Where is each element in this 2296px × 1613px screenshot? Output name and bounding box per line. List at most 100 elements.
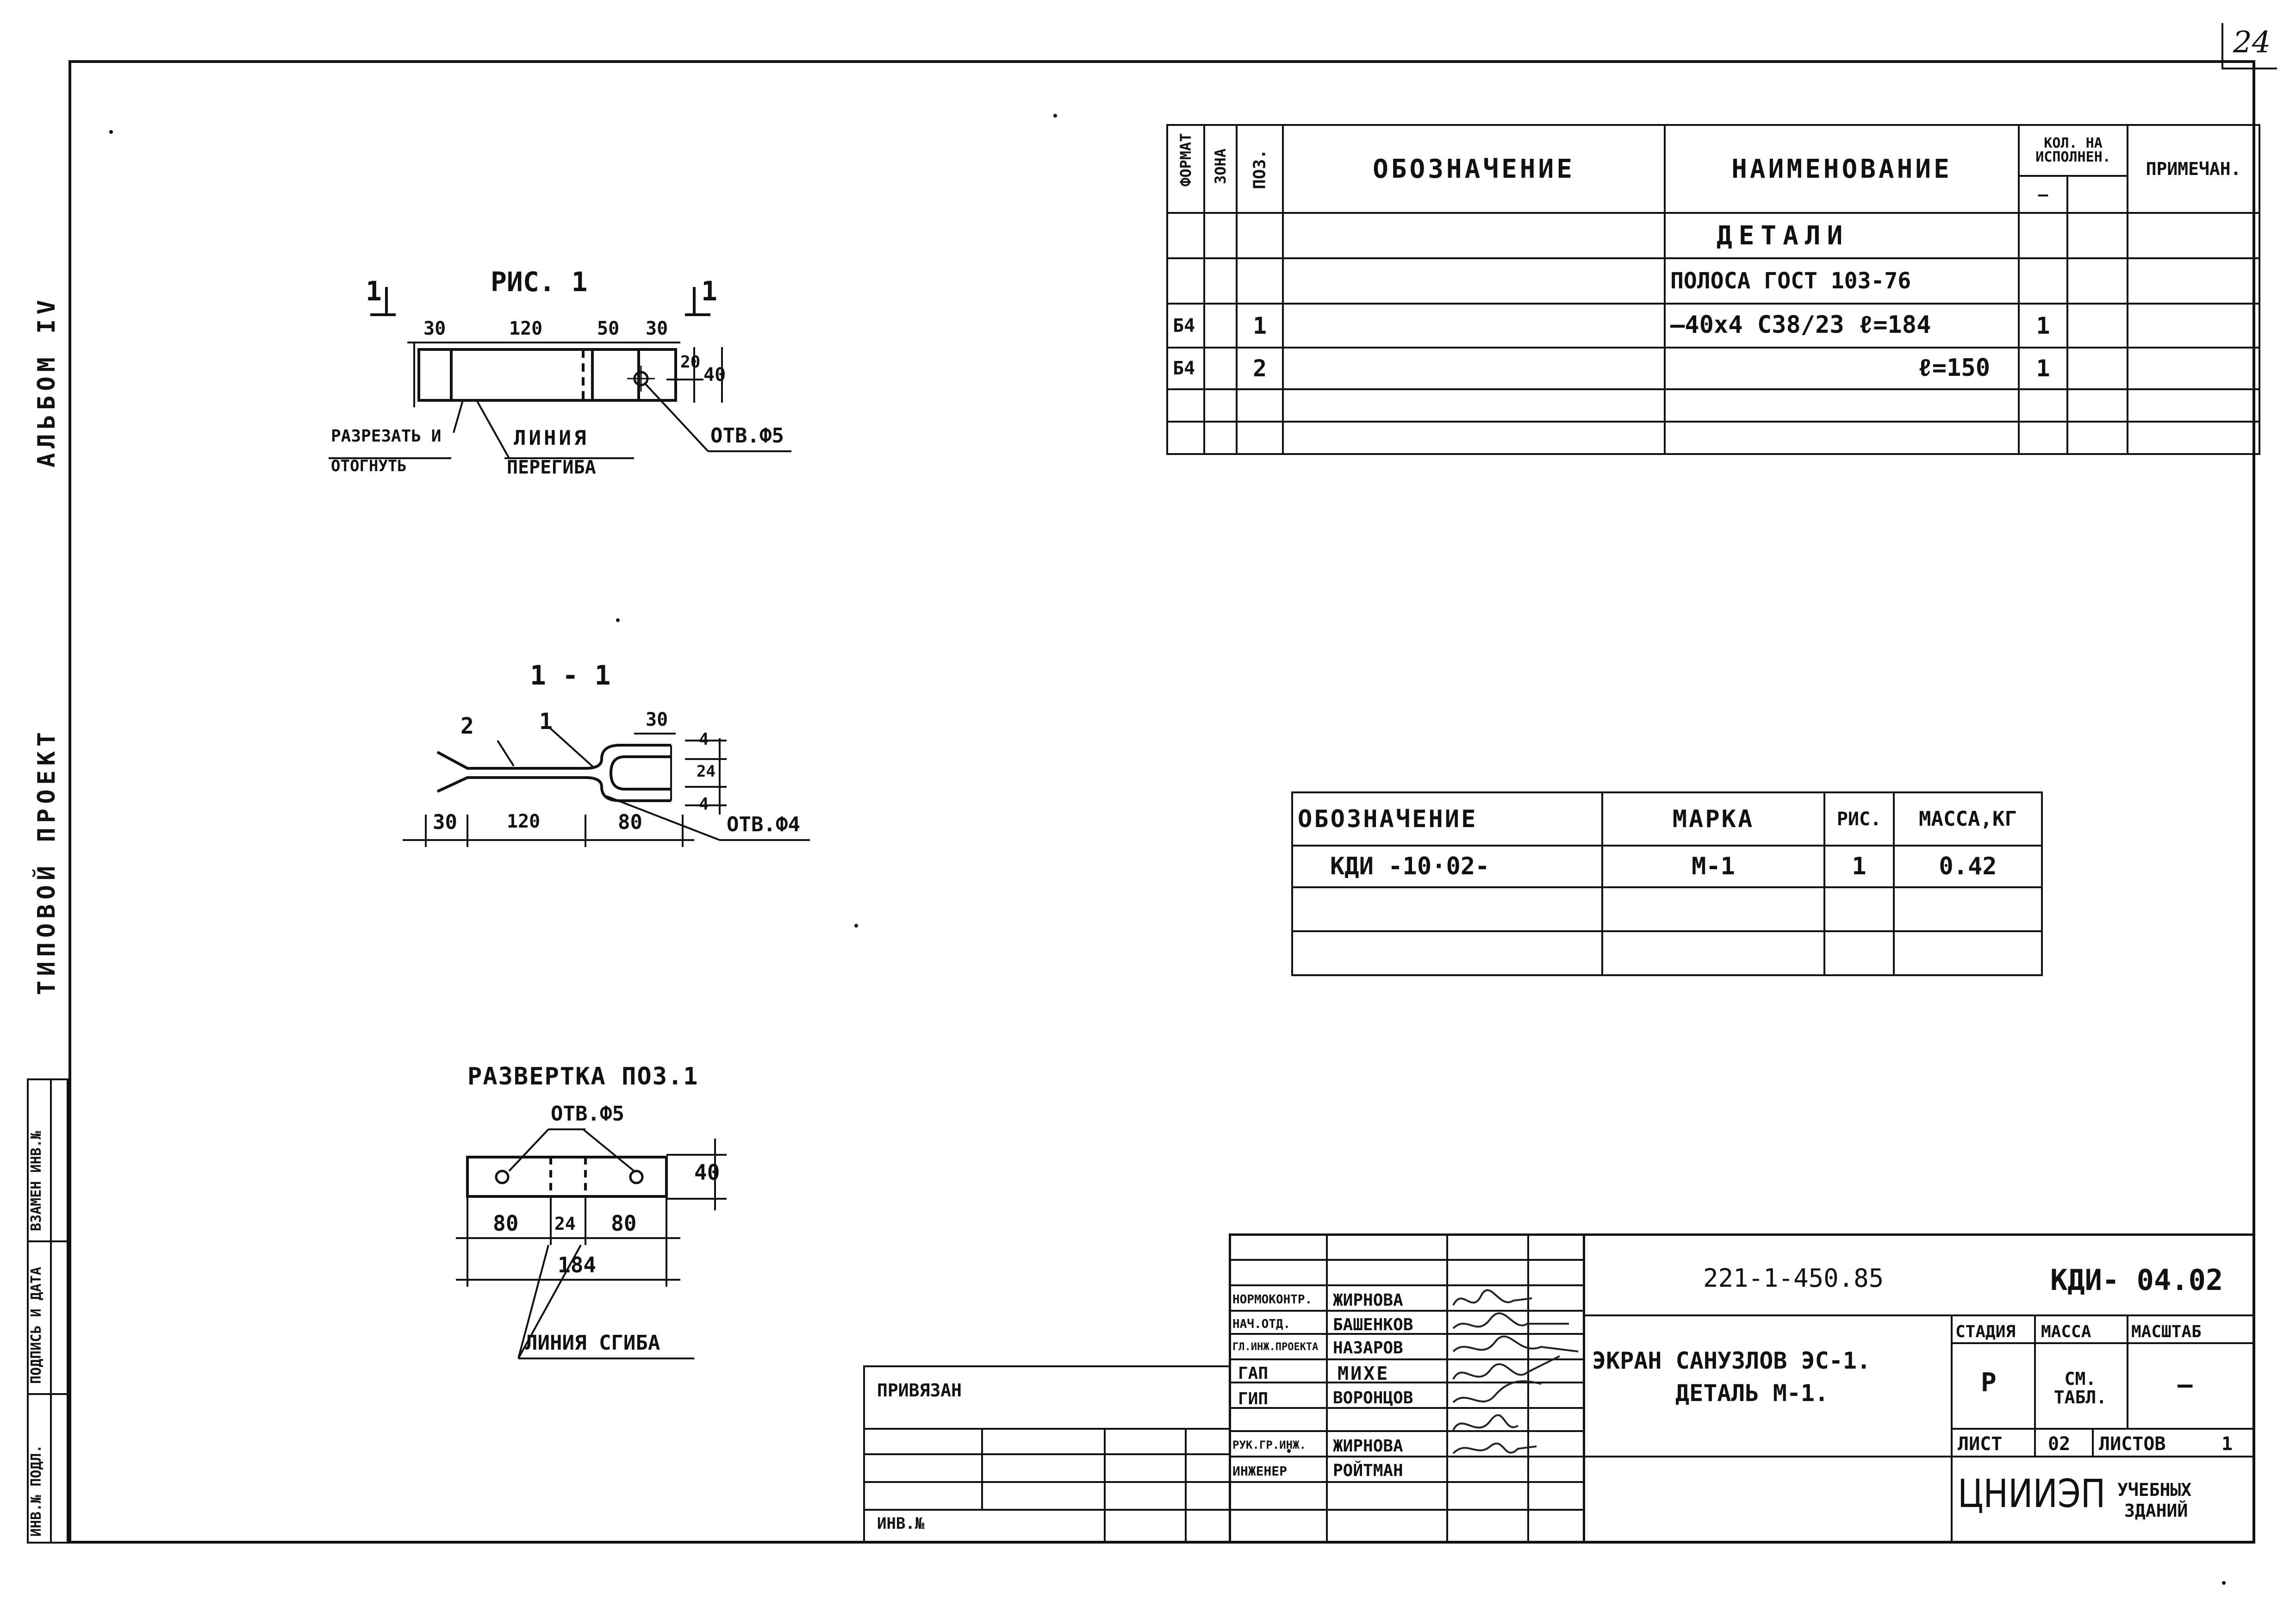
section-label-1: 1 — [539, 709, 553, 735]
cell-qty: 1 — [2018, 347, 2068, 390]
section-dim: 30 — [433, 810, 457, 834]
stage-value: Р — [1981, 1368, 1997, 1398]
role-label: НОРМОКОНТР. — [1232, 1293, 1313, 1307]
tb-line — [1229, 1407, 1583, 1409]
cell-qty: 1 — [2018, 303, 2068, 349]
cell-name: ℓ=150 — [1664, 347, 2020, 390]
cell-pos — [1236, 212, 1284, 259]
stamp-divider — [27, 1240, 68, 1242]
fig1-note: РАЗРЕЗАТЬ И — [331, 427, 442, 446]
tb-line — [1951, 1428, 2254, 1430]
person-name: ВОРОНЦОВ — [1333, 1389, 1413, 1407]
fig1-note: ОТОГНУТЬ — [331, 457, 407, 475]
person-name: ЖИРНОВА — [1333, 1291, 1403, 1310]
mass-cell — [1291, 930, 1603, 976]
tb-line — [1229, 1456, 1583, 1457]
cell-format: Б4 — [1166, 347, 1205, 390]
cell-pos — [1236, 257, 1284, 305]
section-hole: ОТВ.Ф4 — [727, 813, 800, 836]
unfold-note: ЛИНИЯ СГИБА — [525, 1331, 660, 1355]
unfold-dim: 80 — [611, 1211, 637, 1236]
cell-qty — [2018, 257, 2068, 305]
title-line-2: ДЕТАЛЬ М-1. — [1675, 1380, 1829, 1407]
inv-label: ИНВ.№ — [877, 1514, 925, 1533]
cell-format — [1166, 212, 1205, 259]
tb-line — [1229, 1233, 2254, 1236]
doc-mark: КДИ- 04.02 — [2050, 1263, 2223, 1297]
person-name: БАШЕНКОВ — [1333, 1315, 1413, 1334]
table-row: ДЕТАЛИ — [1166, 212, 2261, 259]
tb-line — [1229, 1284, 1583, 1286]
fig1-dim: 40 — [703, 364, 726, 386]
table-row — [1166, 421, 2261, 455]
col-note-header: ПРИМЕЧАН. — [2127, 124, 2261, 214]
sheet-number-box — [2221, 23, 2277, 69]
section-dim: 120 — [507, 811, 541, 832]
unfold-dim: 24 — [554, 1214, 576, 1234]
mass-col-designation: ОБОЗНАЧЕНИЕ — [1291, 791, 1603, 847]
unfold-title: РАЗВЕРТКА ПОЗ.1 — [467, 1063, 699, 1090]
role-label: РУК.ГР.ИНЖ. — [1232, 1439, 1306, 1451]
drawing-frame — [68, 60, 2255, 1544]
tb-line — [1583, 1456, 2254, 1457]
section-title: 1 - 1 — [530, 660, 611, 691]
stage-label: СТАДИЯ — [1955, 1322, 2016, 1341]
role-label: ИНЖЕНЕР — [1232, 1464, 1288, 1479]
tb-line — [863, 1428, 1231, 1430]
mass-cell: 1 — [1823, 845, 1895, 888]
cell-name: —40х4 С38/23 ℓ=184 — [1664, 303, 2020, 349]
mass-table: ОБОЗНАЧЕНИЕ МАРКА РИС. МАССА,КГ КДИ -10·… — [1291, 791, 2043, 976]
mass-cell: 0.42 — [1893, 845, 2043, 888]
table-row — [1291, 930, 2043, 976]
tb-line — [1229, 1509, 1583, 1511]
org-sub-2: ЗДАНИЙ — [2124, 1501, 2188, 1521]
tb-line — [863, 1509, 1231, 1511]
fig1-note: ЛИНИЯ — [514, 426, 589, 450]
section-label-2: 2 — [460, 713, 474, 739]
tb-line — [1229, 1382, 1583, 1383]
tb-line — [863, 1453, 1231, 1455]
cell-name: ПОЛОСА ГОСТ 103-76 — [1664, 257, 2020, 305]
scale-label: МАСШТАБ — [2131, 1322, 2202, 1341]
mass-cell — [1601, 930, 1825, 976]
tb-line — [2127, 1314, 2128, 1428]
role-label: ГИП — [1238, 1389, 1269, 1408]
title-line-1: ЭКРАН САНУЗЛОВ ЭС-1. — [1592, 1347, 1871, 1374]
tb-line — [1229, 1430, 1583, 1432]
section-1-1 — [403, 726, 810, 847]
mass-col-mark: МАРКА — [1601, 791, 1825, 847]
tb-line — [1229, 1481, 1583, 1483]
fig1-dim: 20 — [680, 353, 701, 372]
tb-line — [1229, 1259, 1583, 1261]
fig1-hole: ОТВ.Ф5 — [710, 424, 784, 448]
mass-cell: КДИ -10·02- — [1291, 845, 1603, 888]
unfold-dim: 80 — [493, 1211, 519, 1236]
tb-line — [1185, 1428, 1187, 1544]
figure-1-title: РИС. 1 — [491, 266, 588, 298]
person-name: РОЙТМАН — [1333, 1461, 1403, 1480]
tb-line — [1104, 1428, 1106, 1544]
col-qty-header: КОЛ. НА ИСПОЛНЕН. — [2017, 124, 2129, 177]
figure-1-plate — [329, 287, 791, 459]
tb-line — [1229, 1358, 1583, 1360]
section-dim: 4 — [699, 730, 709, 749]
col-qty-sub: — — [2018, 175, 2068, 214]
role-label: ГЛ.ИНЖ.ПРОЕКТА — [1232, 1341, 1319, 1353]
person-name: НАЗАРОВ — [1333, 1339, 1403, 1358]
mass-col-fig: РИС. — [1823, 791, 1895, 847]
tb-line — [1229, 1310, 1583, 1312]
mass-cell — [1893, 930, 2043, 976]
org-sub-1: УЧЕБНЫХ — [2117, 1480, 2192, 1500]
person-name: МИХЕ — [1338, 1363, 1390, 1384]
col-designation-header: ОБОЗНАЧЕНИЕ — [1282, 124, 1666, 214]
tb-line — [2092, 1428, 2094, 1456]
person-name: ЖИРНОВА — [1333, 1437, 1403, 1456]
section-mark-left: 1 — [366, 275, 382, 307]
tb-line — [1583, 1314, 2254, 1316]
table-row: Б4 2 ℓ=150 1 — [1166, 347, 2261, 390]
fig1-dim: 120 — [509, 318, 543, 339]
sheets-label: ЛИСТОВ — [2099, 1433, 2166, 1455]
mass-value: СМ. ТАБЛ. — [2053, 1369, 2107, 1407]
section-dim: 24 — [697, 762, 716, 781]
tb-line — [1229, 1333, 1583, 1335]
